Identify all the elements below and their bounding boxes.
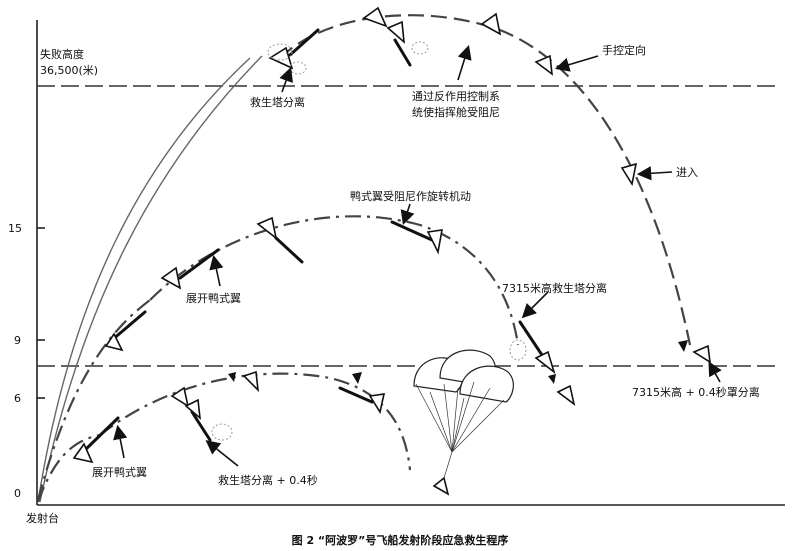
arrow-rcs-damping: [457, 44, 472, 81]
label-entry: 进入: [676, 166, 698, 179]
arrow-canard-deploy-mid: [209, 254, 224, 287]
label-manual-orientation: 手控定向: [602, 43, 646, 57]
label-canard-deploy-mid: 展开鸭式翼: [186, 292, 241, 305]
cm-low-1: [170, 386, 190, 408]
low-abort-trajectory: [99, 372, 412, 471]
tower-fragment-low-1: [228, 372, 236, 382]
label-rcs-damping-line1: 通过反作用控制系: [412, 89, 500, 103]
tower-fragment-low-2: [548, 374, 556, 384]
cm-entry: [620, 162, 638, 187]
separated-tower-high: [386, 20, 429, 67]
cm-low-2: [242, 370, 260, 393]
tick-label-0: 0: [14, 487, 21, 500]
cm-manual-orientation: [534, 54, 553, 76]
label-canard-damped-rotation: 鸭式翼受阻尼作旋转机动: [350, 189, 471, 203]
canard-rotation-craft: [390, 220, 443, 255]
tower-jettison-low-craft: [184, 398, 233, 442]
arrow-canard-deploy-low: [113, 424, 128, 459]
label-tower-jettison-7315: 7315米高救生塔分离: [502, 281, 607, 295]
cm-with-tower-high: [267, 28, 320, 75]
tower-jettison-7315-craft: [509, 320, 556, 375]
cm-low-4: [556, 384, 576, 406]
label-shroud-jettison-7315: 7315米高 + 0.4秒罩分离: [632, 385, 760, 399]
arrow-tower-jettison-7315: [521, 291, 549, 319]
ascent-curve-high-b: [39, 55, 263, 503]
mid-abort-trajectory: [149, 215, 520, 346]
tick-label-9: 9: [14, 334, 21, 347]
arrow-tower-jettison-top: [279, 66, 293, 93]
arrow-manual-orientation: [554, 55, 599, 72]
failure-altitude-title: 失败高度: [40, 47, 84, 61]
cm-shroud-jettison: [692, 344, 712, 364]
label-canard-deploy-low: 展开鸭式翼: [92, 466, 147, 479]
label-tower-jettison-top: 救生塔分离: [250, 95, 305, 109]
cm-mid-apex: [256, 216, 304, 264]
canard-deploy-mid-craft: [160, 248, 220, 290]
arrow-canard-rotation: [400, 203, 415, 226]
cm-apex-2: [480, 12, 502, 36]
parachute-cluster: [413, 349, 514, 496]
label-rcs-damping-line2: 统使指挥舱受阻尼: [412, 105, 500, 119]
tick-label-15: 15: [8, 222, 22, 235]
ascent-curve-high-a: [37, 57, 251, 503]
mid-abort-ascent: [36, 299, 151, 501]
cm-apex-1: [362, 6, 388, 28]
tick-label-6: 6: [14, 392, 21, 405]
label-launch-pad: 发射台: [26, 511, 59, 525]
arrow-entry: [636, 166, 673, 181]
y-axis-ticks: 15 9 6 0: [8, 222, 45, 500]
cm-with-tower-mid-ascent: [104, 310, 147, 352]
tower-fragment-mid: [678, 340, 688, 352]
label-tower-jettison-plus-04: 救生塔分离 + 0.4秒: [218, 473, 318, 487]
canard-deploy-low-craft: [72, 416, 120, 464]
arrow-tower-jettison-low: [205, 440, 239, 467]
cm-low-3: [338, 372, 386, 415]
arrow-shroud-jettison: [708, 361, 722, 383]
figure-caption: 图 2 “阿波罗”号飞船发射阶段应急救生程序: [292, 533, 509, 547]
high-abort-trajectory: [279, 14, 692, 346]
low-ascent: [36, 433, 101, 503]
failure-altitude-value: 36,500(米): [40, 64, 98, 77]
